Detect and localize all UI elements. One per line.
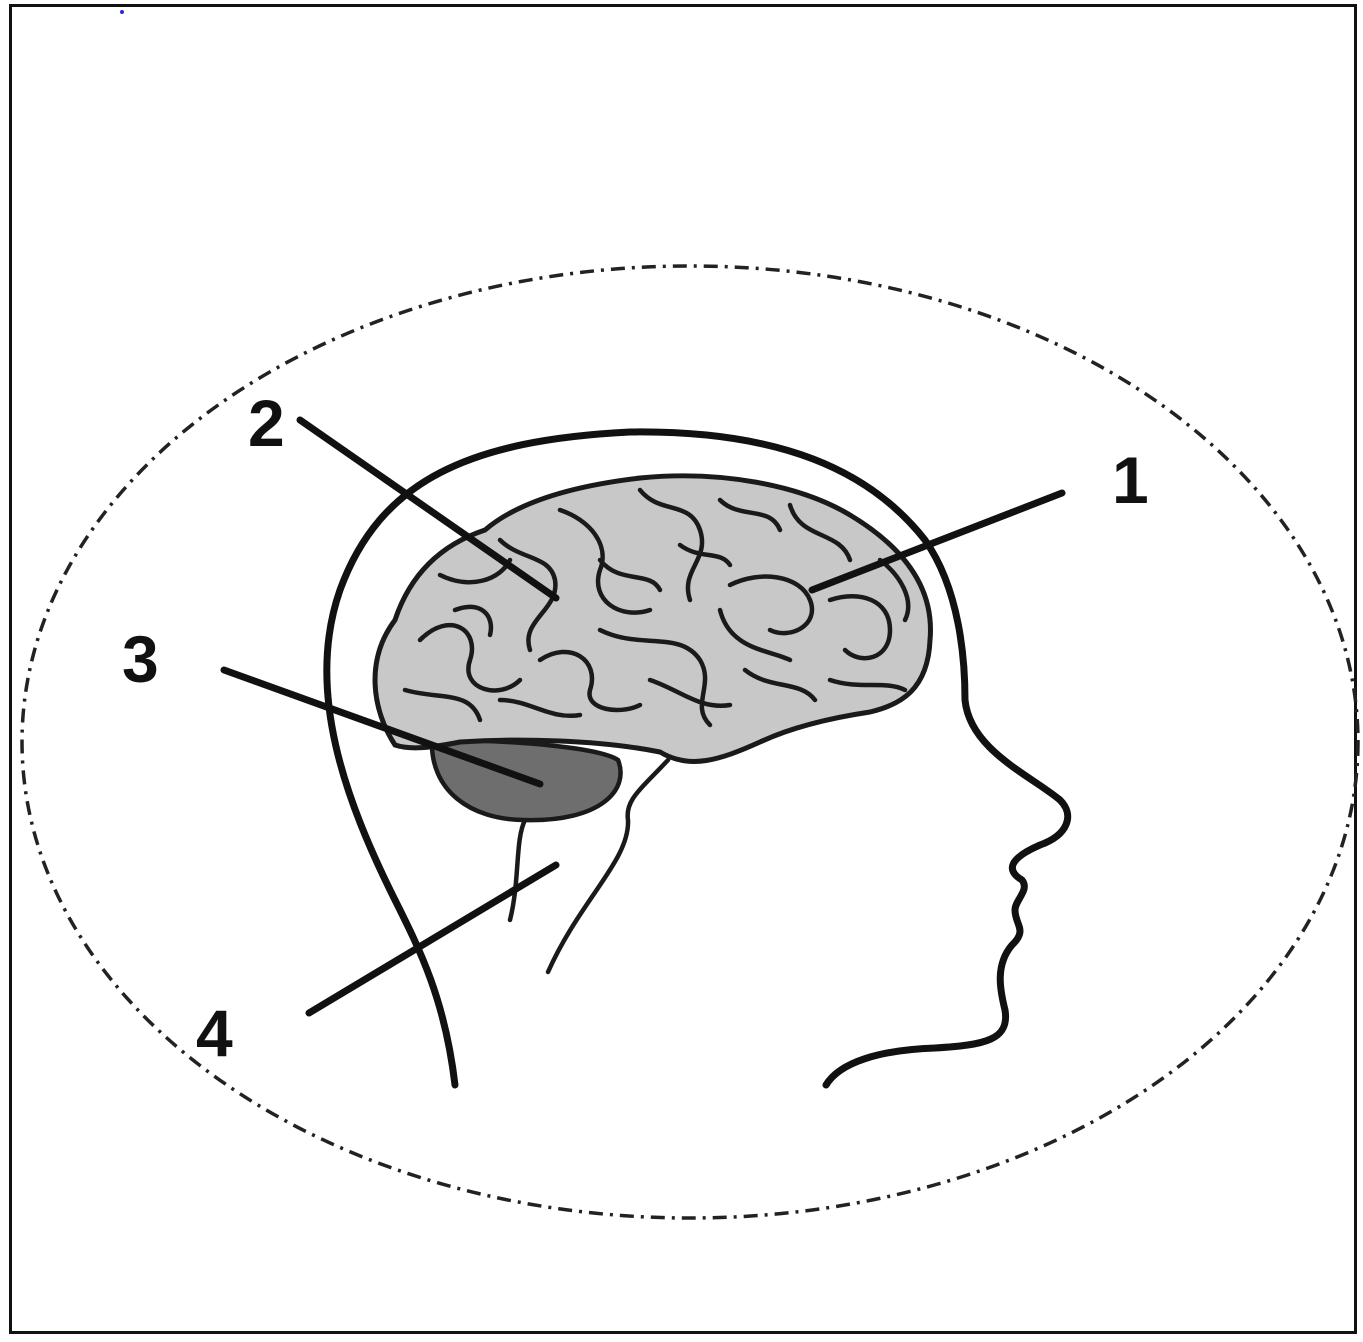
cerebrum (375, 476, 930, 762)
label-3: 3 (122, 622, 159, 696)
brainstem-outline (510, 820, 525, 920)
label-4: 4 (196, 996, 233, 1070)
label-1: 1 (1112, 443, 1149, 517)
label-2: 2 (248, 386, 285, 460)
